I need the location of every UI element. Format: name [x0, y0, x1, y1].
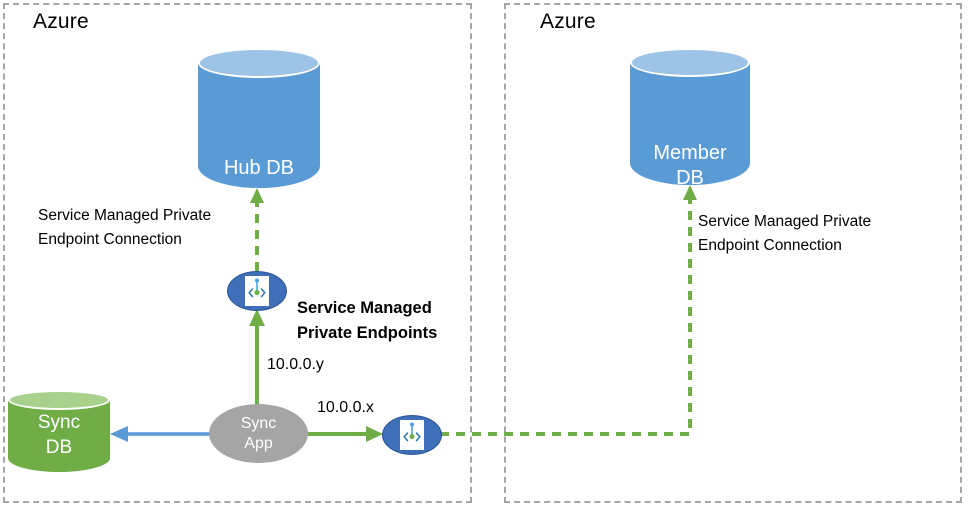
private-endpoint-icon	[245, 276, 269, 306]
connector-endpoint-to-hub-db	[250, 188, 264, 271]
sync-db-label: Sync DB	[37, 412, 81, 458]
member-db-label: Member DB	[653, 142, 727, 189]
azure-boundary-label-right: Azure	[540, 10, 596, 33]
hub-db-top	[198, 48, 320, 78]
member-db-node[interactable]: Member DB	[630, 48, 750, 189]
private-endpoint-icon	[400, 420, 424, 450]
sync-db-body	[8, 400, 110, 472]
ip-label-member: 10.0.0.x	[317, 399, 374, 416]
azure-boundary-right	[504, 3, 962, 503]
private-endpoint-badge-member[interactable]	[382, 415, 442, 455]
annotation-hub-connection: Service Managed Private Endpoint Connect…	[38, 207, 212, 248]
member-db-body	[630, 62, 750, 185]
ip-label-hub: 10.0.0.y	[267, 356, 324, 373]
annotation-member-connection: Service Managed Private Endpoint Connect…	[698, 213, 872, 254]
azure-boundary-label-left: Azure	[33, 10, 89, 33]
private-endpoint-badge-hub[interactable]	[227, 271, 287, 311]
azure-boundary-left	[3, 3, 472, 503]
sync-app-label: Sync App	[240, 415, 277, 452]
member-db-top	[630, 48, 750, 77]
annotation-service-managed-private-endpoints: Service Managed Private Endpoints	[297, 299, 438, 342]
hub-db-node[interactable]: Hub DB	[198, 48, 320, 188]
sync-db-node[interactable]: Sync DB	[8, 390, 110, 472]
sync-db-top	[8, 390, 110, 410]
connector-syncapp-to-syncdb	[110, 426, 210, 442]
hub-db-body	[198, 62, 320, 188]
connector-syncapp-to-endpoint-member	[303, 426, 383, 442]
connector-endpoint-to-member-db	[440, 185, 697, 436]
sync-app-node[interactable]: Sync App	[209, 404, 308, 463]
hub-db-label: Hub DB	[223, 157, 295, 179]
